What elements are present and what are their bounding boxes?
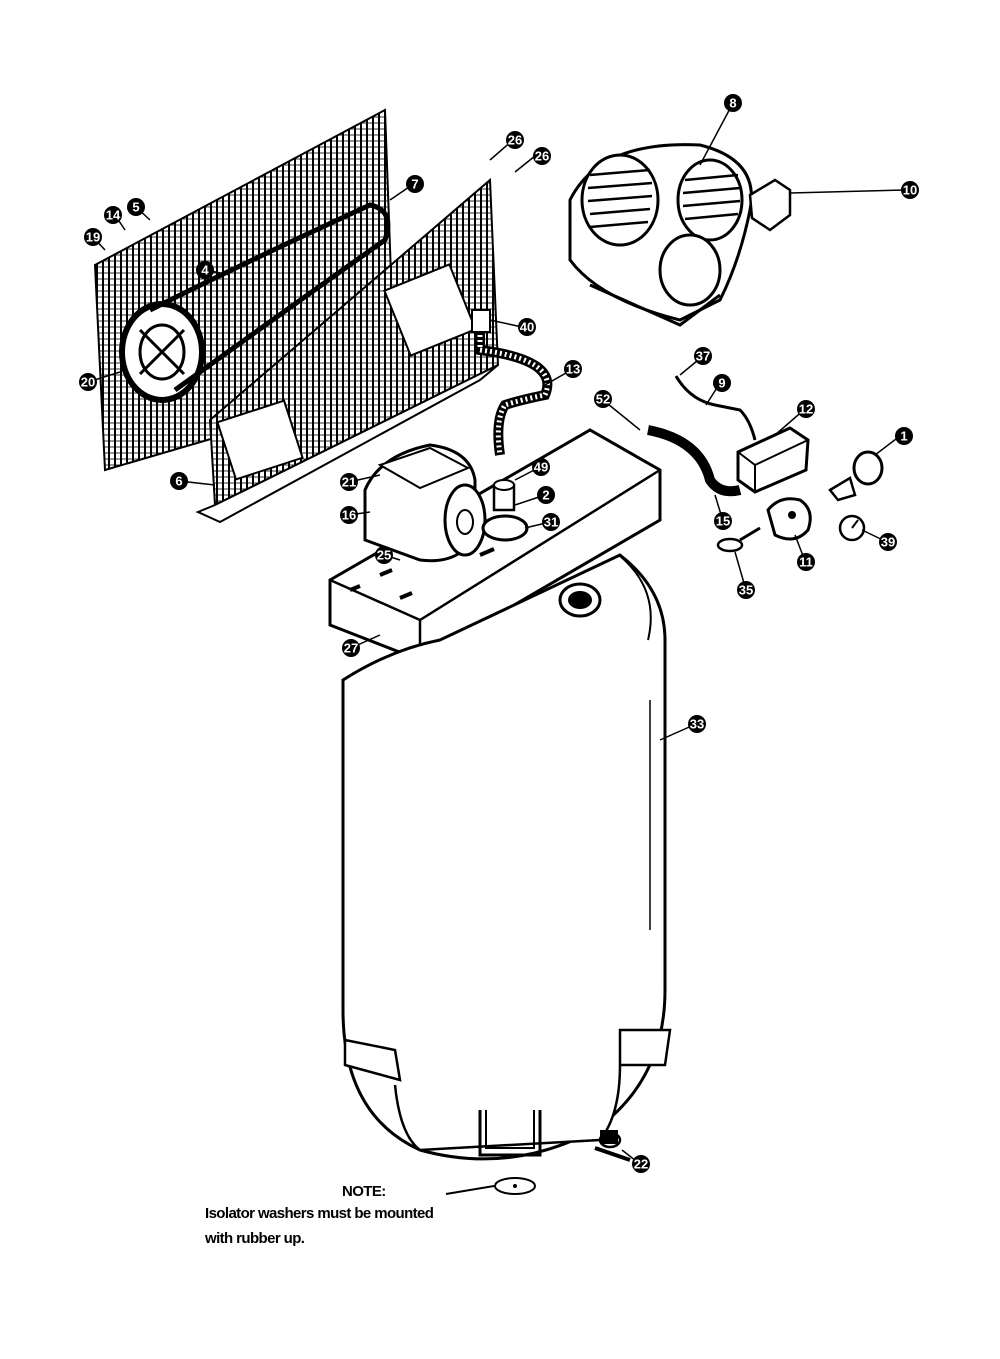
- callout-39: 39: [879, 533, 897, 551]
- svg-text:10: 10: [903, 183, 917, 198]
- belt-guard-front: [195, 177, 500, 524]
- callout-5: 5: [127, 198, 145, 216]
- callout-2: 2: [537, 486, 555, 504]
- air-filter: [748, 178, 792, 232]
- regulator: [766, 497, 812, 541]
- saddle-bracket: [328, 428, 662, 662]
- svg-text:39: 39: [881, 535, 895, 550]
- callout-31: 31: [542, 513, 560, 531]
- note-line-2: with rubber up.: [205, 1230, 305, 1247]
- svg-text:31: 31: [544, 515, 558, 530]
- svg-text:4: 4: [201, 263, 209, 278]
- svg-text:7: 7: [411, 177, 418, 192]
- svg-text:1: 1: [900, 429, 907, 444]
- svg-text:11: 11: [799, 555, 813, 570]
- pulley-wheel: [119, 301, 205, 403]
- callout-14: 14: [104, 206, 122, 224]
- callout-19: 19: [84, 228, 102, 246]
- callout-1: 1: [895, 427, 913, 445]
- callout-11: 11: [797, 553, 815, 571]
- callout-37: 37: [694, 347, 712, 365]
- svg-text:16: 16: [342, 508, 356, 523]
- unloader-tube: [674, 375, 757, 441]
- svg-text:40: 40: [520, 320, 534, 335]
- pressure-switch: [736, 426, 810, 494]
- callout-26-a: 26: [506, 131, 524, 149]
- svg-text:20: 20: [81, 375, 95, 390]
- callout-13: 13: [564, 360, 582, 378]
- callout-12: 12: [797, 400, 815, 418]
- pressure-hose: [646, 425, 742, 497]
- callout-9: 9: [713, 374, 731, 392]
- svg-text:19: 19: [86, 230, 100, 245]
- drain-valve: [594, 1130, 631, 1162]
- callout-21: 21: [340, 473, 358, 491]
- discharge-tube: [471, 309, 553, 456]
- pressure-gauge: [838, 514, 866, 542]
- note-line-1: Isolator washers must be mounted: [205, 1205, 434, 1222]
- svg-text:15: 15: [716, 514, 730, 529]
- svg-text:26: 26: [535, 149, 549, 164]
- callout-35: 35: [737, 581, 755, 599]
- isolator-washer: [445, 1177, 536, 1195]
- callout-27: 27: [342, 639, 360, 657]
- svg-text:37: 37: [696, 349, 710, 364]
- svg-text:5: 5: [132, 200, 139, 215]
- callout-20: 20: [79, 373, 97, 391]
- tank-feet: [343, 1028, 672, 1157]
- svg-text:27: 27: [344, 641, 358, 656]
- svg-text:25: 25: [377, 548, 391, 563]
- svg-text:8: 8: [729, 96, 736, 111]
- svg-text:2: 2: [542, 488, 549, 503]
- callout-33: 33: [688, 715, 706, 733]
- callout-6: 6: [170, 472, 188, 490]
- svg-text:13: 13: [566, 362, 580, 377]
- svg-text:33: 33: [690, 717, 704, 732]
- callout-8: 8: [724, 94, 742, 112]
- drive-belt: [148, 202, 391, 393]
- outlet-fitting: [828, 450, 884, 502]
- air-tank: [341, 553, 667, 1161]
- callout-16: 16: [340, 506, 358, 524]
- svg-text:49: 49: [534, 460, 548, 475]
- callout-15: 15: [714, 512, 732, 530]
- callouts: 8 10 26 26 7 5 14 19 4 20 40 13 37 9 12 …: [79, 94, 919, 1173]
- svg-text:21: 21: [342, 475, 356, 490]
- callout-40: 40: [518, 318, 536, 336]
- callout-26-b: 26: [533, 147, 551, 165]
- svg-text:52: 52: [596, 392, 610, 407]
- compressor-pump: [568, 143, 753, 327]
- note-heading: NOTE:: [342, 1183, 386, 1200]
- callout-4: 4: [196, 261, 214, 279]
- callout-52: 52: [594, 390, 612, 408]
- callout-22: 22: [632, 1155, 650, 1173]
- svg-text:12: 12: [799, 402, 813, 417]
- svg-text:26: 26: [508, 133, 522, 148]
- callout-7: 7: [406, 175, 424, 193]
- callout-25: 25: [375, 546, 393, 564]
- svg-text:14: 14: [106, 208, 121, 223]
- svg-text:6: 6: [175, 474, 182, 489]
- svg-text:35: 35: [739, 583, 753, 598]
- svg-text:22: 22: [634, 1157, 648, 1172]
- electric-motor: [363, 443, 487, 563]
- safety-valve: [716, 526, 761, 553]
- callout-10: 10: [901, 181, 919, 199]
- callout-49: 49: [532, 458, 550, 476]
- svg-text:9: 9: [718, 376, 725, 391]
